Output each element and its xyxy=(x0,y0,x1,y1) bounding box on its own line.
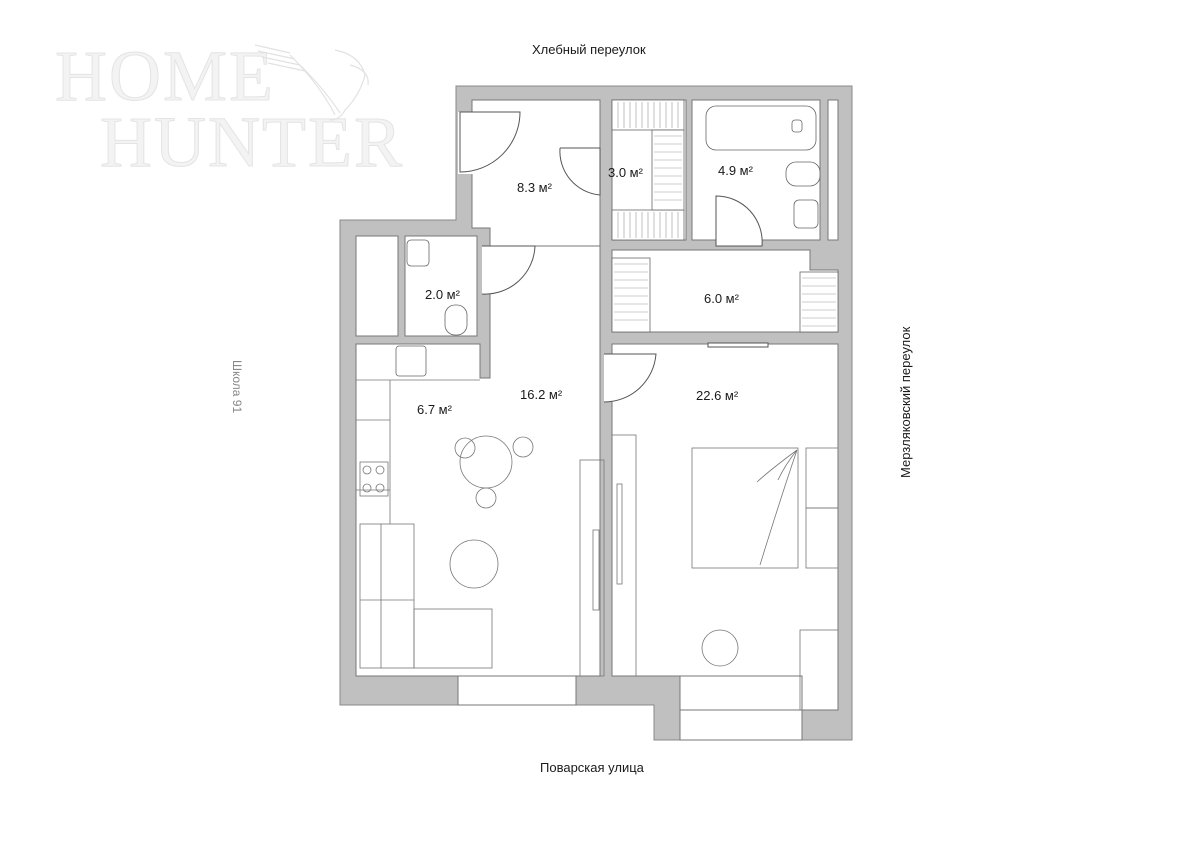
eagle-icon xyxy=(254,44,369,121)
street-label-bottom: Поварская улица xyxy=(540,760,644,775)
room-area-dressing: 6.0 м² xyxy=(704,291,739,306)
school-label-left: Школа 91 xyxy=(230,360,244,414)
room-area-wardrobe: 3.0 м² xyxy=(608,165,643,180)
room-area-bathroom: 4.9 м² xyxy=(718,163,753,178)
room-area-hallway: 8.3 м² xyxy=(517,180,552,195)
street-label-right: Мерзляковский переулок xyxy=(898,326,913,478)
room-area-bedroom: 22.6 м² xyxy=(696,388,739,403)
room-area-wc: 2.0 м² xyxy=(425,287,460,302)
street-label-top: Хлебный переулок xyxy=(532,42,646,57)
logo-line-2: HUNTER xyxy=(100,102,404,182)
room-area-kitchen: 6.7 м² xyxy=(417,402,452,417)
logo-line-1: HOME xyxy=(55,36,275,116)
room-area-living: 16.2 м² xyxy=(520,387,563,402)
